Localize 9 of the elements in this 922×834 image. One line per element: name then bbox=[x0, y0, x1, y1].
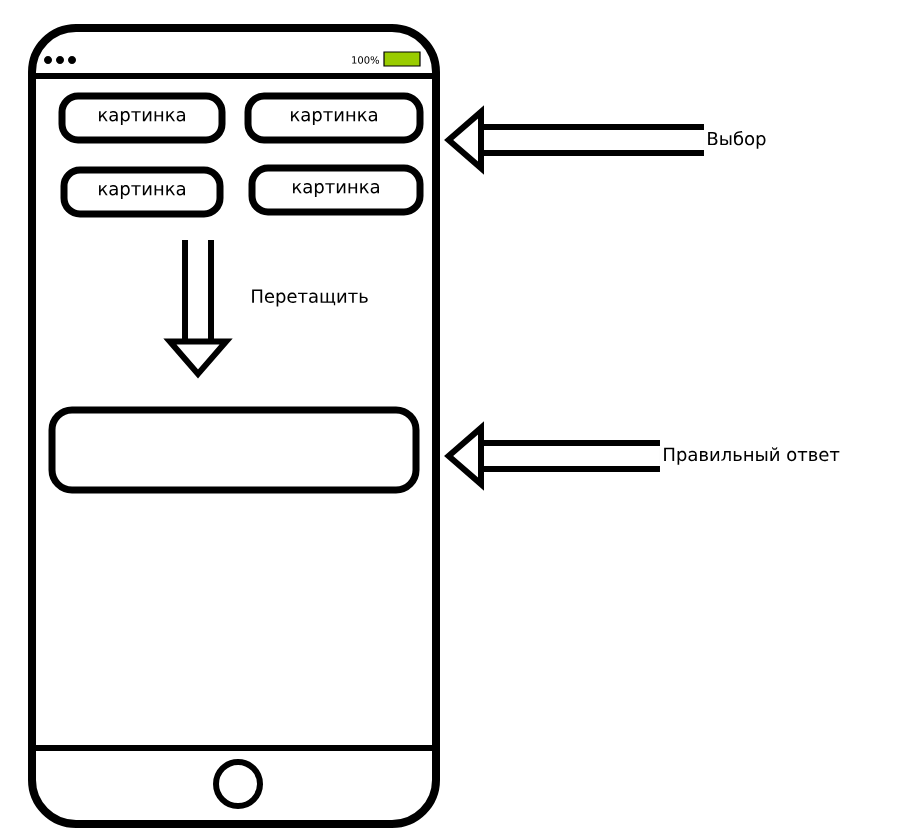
picture-option: картинка bbox=[60, 166, 224, 218]
picture-option: картинка bbox=[58, 92, 226, 144]
answer-box bbox=[48, 406, 420, 494]
callout-text: Правильный ответ bbox=[664, 447, 840, 465]
edge-label: Перетащить bbox=[248, 287, 371, 309]
callout-text: Выбор bbox=[708, 131, 766, 149]
picture-option: картинка bbox=[244, 92, 424, 144]
picture-option: картинка bbox=[248, 164, 424, 216]
phone-frame bbox=[28, 24, 440, 828]
